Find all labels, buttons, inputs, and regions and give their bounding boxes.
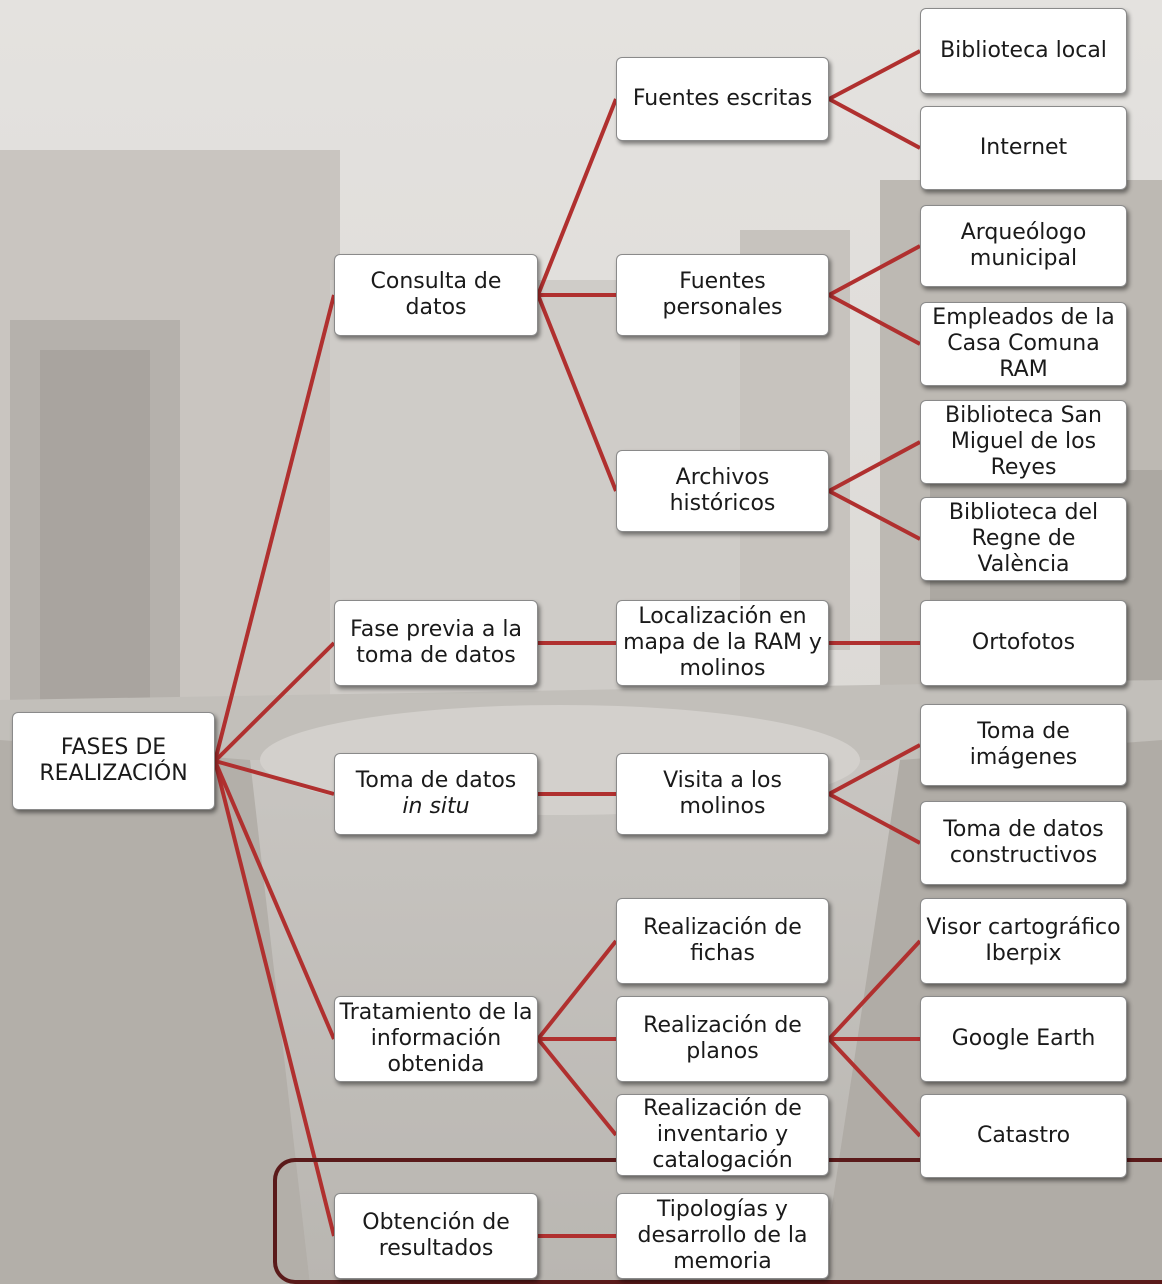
connector-planos-catastro <box>827 1037 922 1138</box>
connector-consulta-archivos <box>536 294 618 492</box>
node-label: Tratamiento de la información obtenida <box>339 1000 533 1077</box>
node-tipologias-memoria: Tipologías y desarrollo de la memoria <box>616 1193 829 1279</box>
node-label: Catastro <box>976 1123 1071 1148</box>
node-archivos-historicos: Archivos históricos <box>616 450 829 532</box>
node-realizacion-fichas: Realización de fichas <box>616 898 829 984</box>
node-fuentes-personales: Fuentes personales <box>616 254 829 336</box>
node-biblioteca-san-miguel: Biblioteca San Miguel de los Reyes <box>920 400 1127 484</box>
node-fase-previa: Fase previa a la toma de datos <box>334 600 538 686</box>
root-label: FASES DE REALIZACIÓN <box>39 735 188 786</box>
node-toma-de-datos: Toma de datos in situ <box>334 753 538 835</box>
node-label: Toma de datos constructivos <box>943 817 1104 868</box>
node-consulta-de-datos: Consulta de datos <box>334 254 538 336</box>
node-catastro: Catastro <box>920 1094 1127 1178</box>
connector-root-obtencion <box>213 760 336 1237</box>
connector-visita-constructivos <box>828 792 921 845</box>
node-label-italic: in situ <box>402 794 470 819</box>
node-biblioteca-local: Biblioteca local <box>920 8 1127 94</box>
node-label: Internet <box>979 135 1068 160</box>
node-label: Visor cartográfico Iberpix <box>926 915 1121 966</box>
node-visita-molinos: Visita a los molinos <box>616 753 829 835</box>
connector-root-previa <box>213 641 336 763</box>
connector-tratamiento-fichas <box>536 939 618 1041</box>
node-datos-constructivos: Toma de datos constructivos <box>920 801 1127 885</box>
node-label: Toma de imágenes <box>969 719 1078 770</box>
node-visor-iberpix: Visor cartográfico Iberpix <box>920 898 1127 984</box>
node-label: Google Earth <box>951 1026 1096 1051</box>
node-label: Consulta de datos <box>370 269 502 320</box>
connector-personales-arqueologo <box>828 244 921 297</box>
node-label: Biblioteca del Regne de València <box>948 500 1099 577</box>
node-realizacion-inventario: Realización de inventario y catalogación <box>616 1094 829 1176</box>
node-ortofotos: Ortofotos <box>920 600 1127 686</box>
node-tratamiento: Tratamiento de la información obtenida <box>334 996 538 1082</box>
node-empleados-casa-comuna: Empleados de la Casa Comuna RAM <box>920 302 1127 386</box>
node-label: Biblioteca San Miguel de los Reyes <box>945 403 1102 480</box>
node-label: Fuentes escritas <box>632 86 813 111</box>
node-label: Empleados de la Casa Comuna RAM <box>932 305 1115 382</box>
node-label: Realización de inventario y catalogación <box>643 1096 802 1173</box>
node-label: Visita a los molinos <box>663 768 782 819</box>
connector-tratamiento-inventario <box>536 1037 618 1137</box>
node-label: Realización de planos <box>643 1013 802 1064</box>
node-label: Ortofotos <box>971 630 1076 655</box>
node-label: Obtención de resultados <box>362 1210 510 1261</box>
node-label: Realización de fichas <box>643 915 802 966</box>
node-realizacion-planos: Realización de planos <box>616 996 829 1082</box>
node-label: Tipologías y desarrollo de la memoria <box>637 1197 808 1274</box>
node-obtencion-resultados: Obtención de resultados <box>334 1193 538 1279</box>
connector-archivos-regne <box>828 489 921 541</box>
connector-archivos-san-miguel <box>828 440 921 493</box>
connector-escritas-biblioteca-local <box>828 49 921 101</box>
connector-consulta-escritas <box>536 98 618 296</box>
node-toma-imagenes: Toma de imágenes <box>920 704 1127 786</box>
connector-root-consulta <box>213 294 336 762</box>
node-label: Archivos históricos <box>669 465 776 516</box>
connector-root-toma <box>214 759 335 796</box>
node-google-earth: Google Earth <box>920 996 1127 1082</box>
node-label: Arqueólogo municipal <box>960 220 1087 271</box>
root-node-fases: FASES DE REALIZACIÓN <box>12 712 215 810</box>
node-internet: Internet <box>920 106 1127 190</box>
node-label: Localización en mapa de la RAM y molinos <box>623 604 822 681</box>
node-label: Fuentes personales <box>662 269 783 320</box>
node-fuentes-escritas: Fuentes escritas <box>616 57 829 141</box>
connector-personales-empleados <box>828 293 921 346</box>
connector-visita-imagenes <box>828 743 921 796</box>
node-label: Toma de datos <box>355 768 517 793</box>
node-localizacion-mapa: Localización en mapa de la RAM y molinos <box>616 600 829 686</box>
node-biblioteca-regne: Biblioteca del Regne de València <box>920 497 1127 581</box>
node-label: Fase previa a la toma de datos <box>350 617 522 668</box>
connector-escritas-internet <box>828 97 921 150</box>
connector-root-tratamiento <box>213 760 336 1040</box>
connector-planos-iberpix <box>827 939 922 1041</box>
node-label: Biblioteca local <box>940 38 1107 63</box>
node-arqueologo-municipal: Arqueólogo municipal <box>920 205 1127 287</box>
